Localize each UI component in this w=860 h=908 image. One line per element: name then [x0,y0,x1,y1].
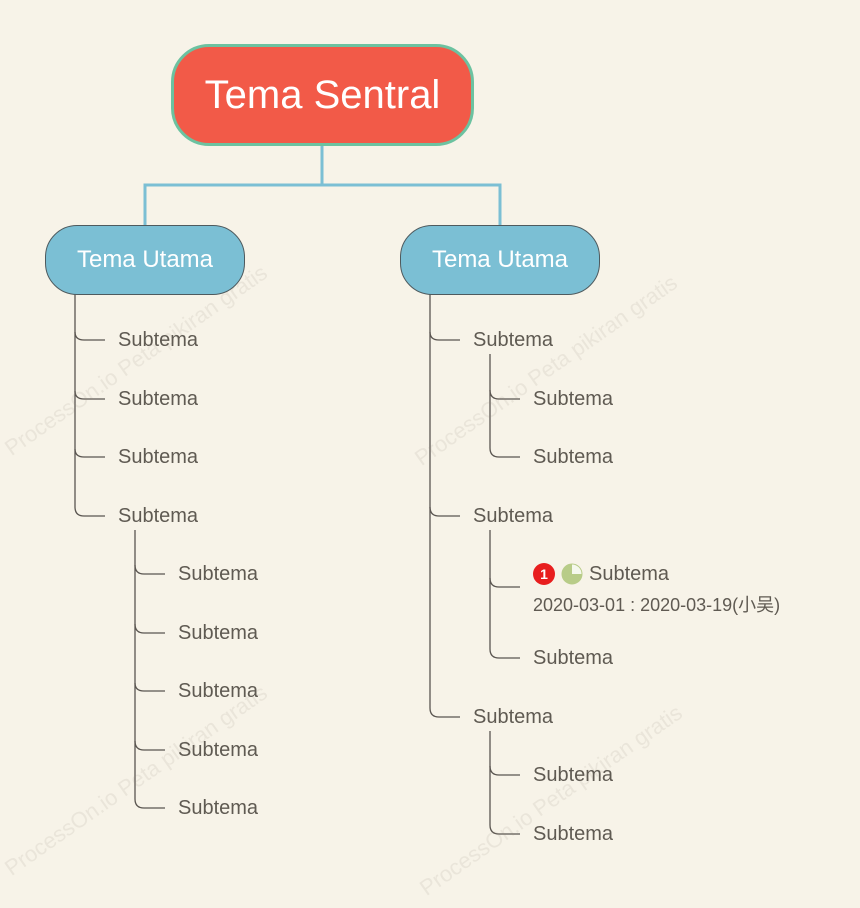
subtopic-child[interactable]: Subtema [533,446,614,468]
subtopic[interactable]: Subtema [118,505,199,527]
subtopic-child-with-markers[interactable]: 1 Subtema [533,562,669,586]
subtopic[interactable]: Subtema [473,329,554,351]
main-topic-right[interactable]: Tema Utama [400,225,600,295]
task-dates: 2020-03-01 : 2020-03-19(小吴) [533,595,781,615]
subtopic-child[interactable]: Subtema [533,823,614,845]
main-topic-label: Tema Utama [431,246,569,273]
subtopic[interactable]: Subtema [118,446,199,468]
subtopic-child[interactable]: Subtema [178,797,259,819]
subtopic-label: Subtema [589,563,670,585]
subtopic-child[interactable]: Subtema [178,622,259,644]
subtopic-child[interactable]: Subtema [178,739,259,761]
subtopic[interactable]: Subtema [118,329,199,351]
subtopic-child[interactable]: Subtema [533,388,614,410]
subtopic[interactable]: Subtema [473,505,554,527]
subtopic-child[interactable]: Subtema [533,647,614,669]
central-topic[interactable]: Tema Sentral [171,44,474,146]
pie-quarter-icon [561,563,583,585]
main-topic-left[interactable]: Tema Utama [45,225,245,295]
subtopic-child[interactable]: Subtema [533,764,614,786]
subtopic-child[interactable]: Subtema [178,680,259,702]
main-topic-label: Tema Utama [76,246,214,273]
subtopic[interactable]: Subtema [118,388,199,410]
subtopic[interactable]: Subtema [473,706,554,728]
subtopic-child[interactable]: Subtema [178,563,259,585]
priority-badge: 1 [533,563,555,585]
central-topic-label: Tema Sentral [204,72,441,117]
